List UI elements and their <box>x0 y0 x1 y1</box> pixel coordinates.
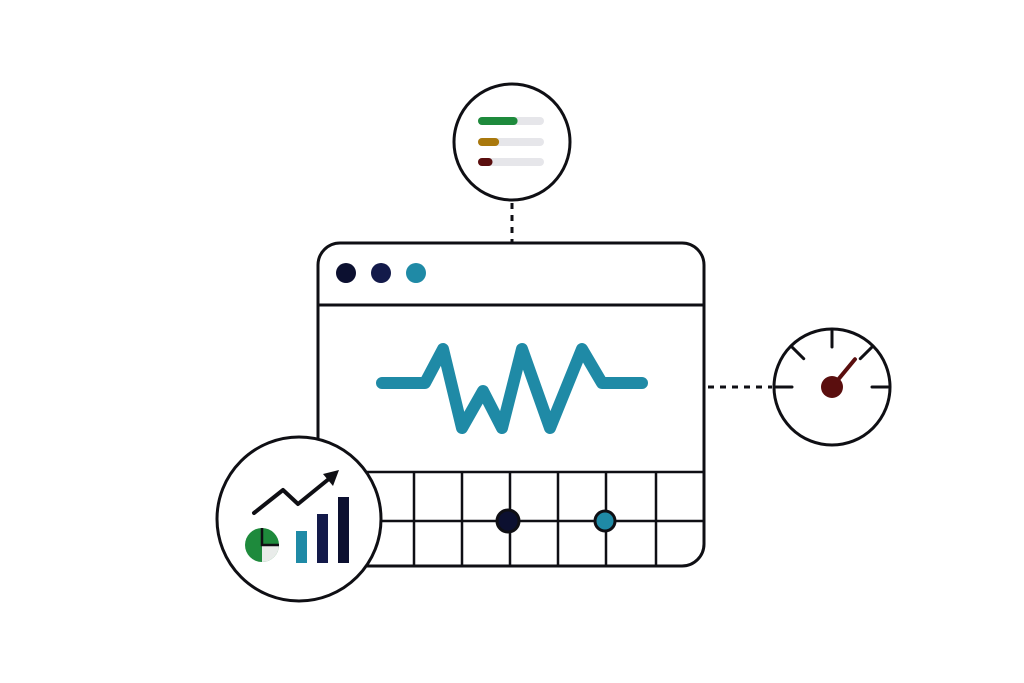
trend-arrow-head <box>323 470 339 486</box>
grid-marker-teal <box>593 509 617 533</box>
analytics-badge-circle <box>215 435 383 603</box>
window-dot-3 <box>406 263 426 283</box>
filter-track-3 <box>478 158 544 166</box>
pie-slice-secondary <box>262 545 279 562</box>
analytics-chart-icon <box>245 470 349 563</box>
chart-bar-3 <box>338 497 349 563</box>
gauge-badge <box>772 327 892 447</box>
window-dot-1 <box>336 263 356 283</box>
speedometer-icon <box>774 329 890 398</box>
filter-fill-2 <box>478 138 500 146</box>
gauge-hub <box>821 376 843 398</box>
pie-slice-outline <box>260 528 279 547</box>
analytics-badge <box>215 435 383 603</box>
chart-bar-1 <box>296 531 307 563</box>
window-dot-2 <box>371 263 391 283</box>
filter-badge <box>452 82 572 202</box>
chart-bar-2 <box>317 514 328 563</box>
filter-fill-3 <box>478 158 493 166</box>
gauge-tick-2 <box>790 345 806 361</box>
pie-chart-icon <box>245 528 279 562</box>
trend-arrow-line <box>252 476 332 515</box>
grid-marker-dark <box>495 508 521 534</box>
pulse-waveform-icon <box>376 343 648 434</box>
filter-fill-1 <box>478 117 518 125</box>
gauge-tick-4 <box>858 345 874 361</box>
horizontal-sliders-icon <box>478 117 544 166</box>
